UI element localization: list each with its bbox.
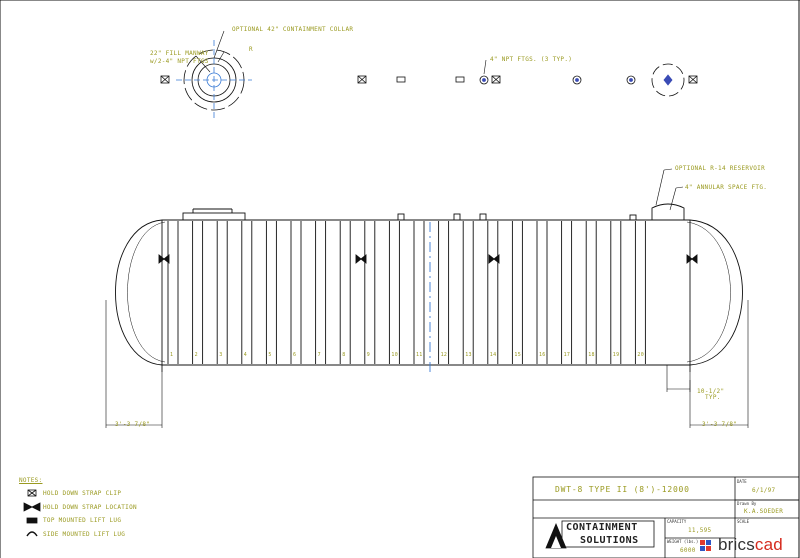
notes-icons [23, 489, 41, 537]
date-label: DATE [737, 479, 747, 484]
capacity-label: CAPACITY [667, 519, 687, 524]
hold-down-strap-location-icon [158, 254, 170, 264]
npt-fitting-icon [572, 75, 582, 85]
dimensions [105, 168, 749, 428]
rib-number: 6 [293, 352, 297, 358]
rib-number: 15 [514, 352, 522, 358]
fill-manway-callout-line2: w/2-4" NPT FTGS [150, 58, 209, 65]
top-mounted-lift-lug-icon [26, 517, 38, 524]
rib-number: 3 [219, 352, 223, 358]
rib-number: 16 [539, 352, 546, 358]
rib-number: 5 [268, 352, 272, 358]
top-fitting [629, 214, 637, 221]
date-value: 6/1/97 [752, 487, 776, 494]
note-item: HOLD DOWN STRAP LOCATION [43, 504, 137, 511]
weight-value: 6000 [680, 547, 696, 554]
note-item: SIDE MOUNTED LIFT LUG [43, 531, 126, 538]
side-mounted-lift-lug-icon [26, 531, 38, 537]
rib-number: 10 [391, 352, 399, 358]
containment-solutions-logo [545, 520, 655, 549]
hold-down-strap-clip-icon [688, 75, 698, 84]
bricscad-logo-icon [700, 540, 711, 551]
containment-collar-callout: OPTIONAL 42" CONTAINMENT COLLAR [232, 26, 354, 33]
hold-down-strap-clip-icon [491, 75, 501, 84]
rib-number: 20 [637, 352, 645, 358]
tank-side-view [115, 203, 743, 372]
rib-number: 13 [465, 352, 472, 358]
hold-down-strap-location-icon [355, 254, 367, 264]
radius-callout: R [249, 46, 253, 53]
note-item: TOP MOUNTED LIFT LUG [43, 517, 122, 524]
rib-number: 4 [243, 352, 248, 358]
npt-fitting-icon [626, 75, 636, 85]
drawn-by-label: Drawn By [737, 501, 757, 506]
dimension-right: 3'-3 7/8" [702, 421, 738, 428]
rib-number: 17 [563, 352, 571, 358]
top-mounted-lift-lug-icon [455, 76, 465, 83]
rib-number: 8 [342, 352, 346, 358]
logo-line1: CONTAINMENT [566, 522, 638, 533]
capacity-value: 11,595 [688, 527, 712, 534]
top-fitting [453, 213, 461, 221]
fill-manway-callout-line1: 22" FILL MANWAY [150, 50, 209, 57]
rib-number: 18 [588, 352, 595, 358]
rib-number: 11 [416, 352, 423, 358]
watermark-part1: brics [718, 535, 755, 554]
hold-down-strap-location-icon [23, 502, 41, 512]
drawn-by-value: K.A.SOEDER [744, 508, 784, 515]
hold-down-strap-clip-icon [27, 489, 37, 497]
rib-number: 2 [194, 352, 198, 358]
reservoir [651, 203, 685, 220]
top-fitting [479, 213, 487, 221]
npt-fittings-callout: 4" NPT FTGS. (3 TYP.) [490, 56, 573, 63]
rib-number: 9 [366, 352, 371, 358]
rib-number: 14 [489, 352, 497, 358]
dimension-rib-spacing: 10-1/2" [697, 388, 725, 395]
top-fitting [397, 213, 405, 221]
top-mounted-lift-lug-icon [396, 76, 406, 83]
dimension-left: 3'-3 7/8" [115, 421, 151, 428]
annular-space-callout: 4" ANNULAR SPACE FTG. [685, 184, 768, 191]
hold-down-strap-location-icon [686, 254, 698, 264]
watermark-part2: cad [754, 535, 783, 554]
title-block [532, 476, 800, 558]
scale-label: SCALE [737, 519, 750, 524]
drawing-title: DWT-8 TYPE II (8')-12000 [555, 485, 690, 494]
rib-number: 1 [170, 352, 174, 358]
hold-down-strap-location-icon [488, 254, 500, 264]
npt-fitting-icon [479, 75, 489, 85]
reservoir-callout: OPTIONAL R-14 RESERVOIR [675, 165, 765, 172]
rib-number: 7 [317, 352, 321, 358]
reservoir-plan-icon [651, 63, 685, 97]
rib-number: 19 [612, 352, 620, 358]
top-view [160, 30, 698, 120]
hold-down-strap-clip-icon [357, 75, 367, 84]
dimension-rib-typ: TYP. [705, 394, 721, 401]
hold-down-strap-clip-icon [160, 75, 170, 84]
bricscad-watermark: bricscad [718, 535, 783, 555]
weight-label: WEIGHT (lbs.) [667, 539, 699, 544]
manway-collar [182, 212, 246, 221]
notes-title: NOTES: [19, 477, 43, 484]
note-item: HOLD DOWN STRAP CLIP [43, 490, 122, 497]
logo-line2: SOLUTIONS [580, 535, 639, 546]
rib-number: 12 [440, 352, 448, 358]
tank-ribs [167, 221, 646, 364]
